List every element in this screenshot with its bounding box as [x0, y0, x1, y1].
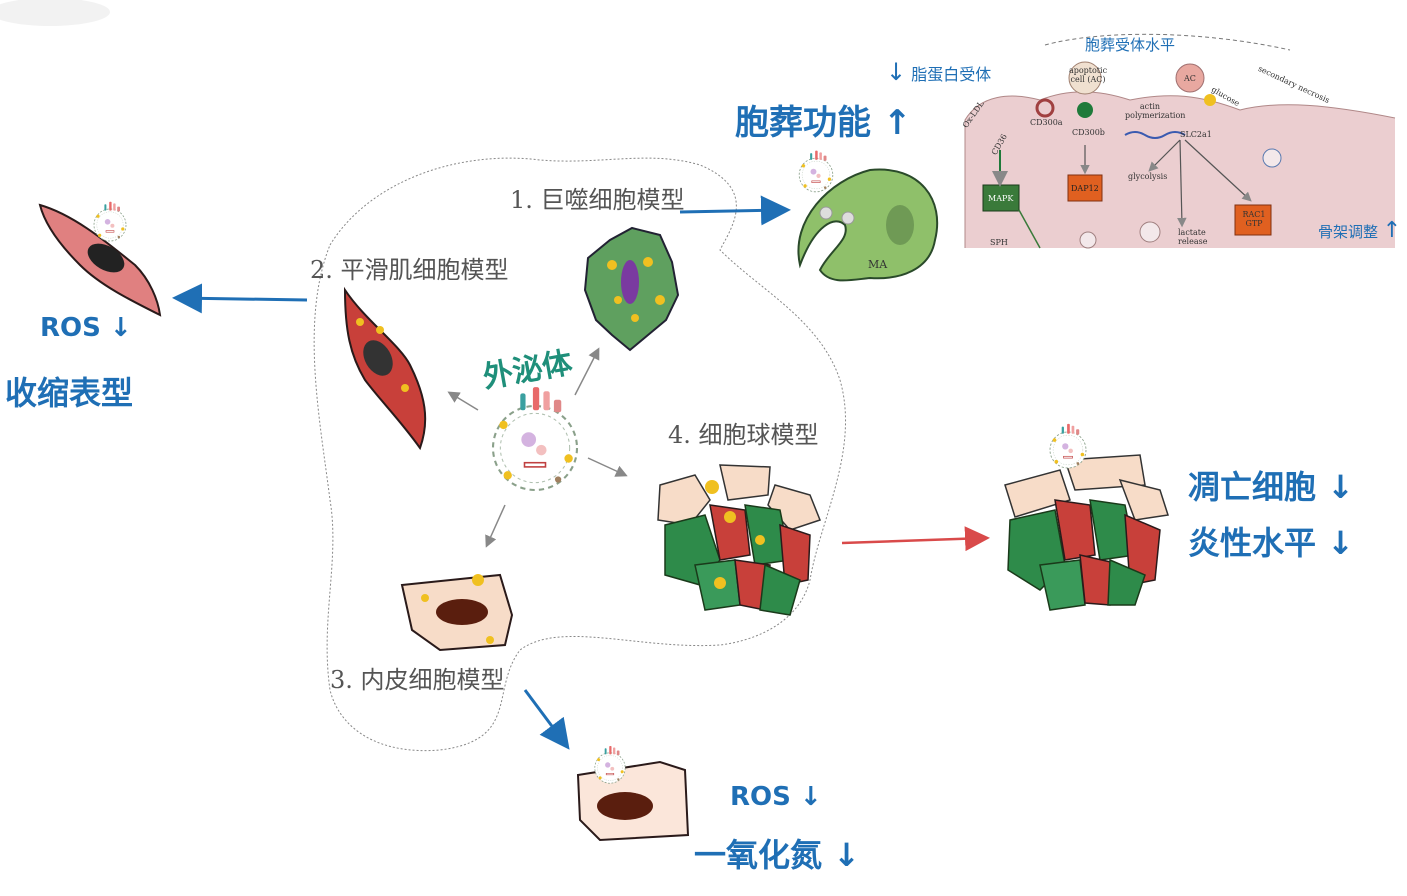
- spheroid-cluster: [657, 464, 821, 616]
- lipoprotein-receptor-label: ↓ 脂蛋白受体: [886, 58, 991, 86]
- spheroid-model-label: 4. 细胞球模型: [668, 421, 819, 449]
- nitric-oxide-label: 一氧化氮 ↓: [694, 830, 860, 876]
- rac1-label: RAC1 GTP: [1242, 210, 1266, 228]
- endothelial-cell: [400, 573, 514, 652]
- down-arrow-icon: ↓: [1327, 524, 1354, 562]
- exosome-on-endothelial: [594, 745, 626, 784]
- apoptosis-text: 凋亡细胞: [1188, 468, 1317, 506]
- endothelial-model-label: 3. 内皮细胞模型: [330, 666, 505, 694]
- arrow-macrophage-outcome: [679, 195, 791, 226]
- spheroid-cluster-result: [1004, 454, 1169, 611]
- macrophage-cell: [583, 226, 680, 352]
- smooth-muscle-cell: [343, 286, 427, 451]
- apoptotic-cell-label: apoptotic cell (AC): [1068, 66, 1108, 84]
- slc2a1-label: SLC2a1: [1180, 130, 1212, 139]
- inset-arc: [1044, 33, 1291, 51]
- ac-label: AC: [1184, 74, 1196, 83]
- pathway-inset: [964, 61, 1396, 249]
- sph-label: SPH: [990, 238, 1008, 247]
- macrophage-model-label: 1. 巨噬细胞模型: [510, 186, 685, 214]
- exosome-icon: [491, 386, 579, 492]
- cytoskeleton-label: 骨架调整 ↑: [1318, 218, 1401, 243]
- down-arrow-icon: ↓: [886, 58, 907, 86]
- ec-ros-label: ROS ↓: [730, 782, 822, 812]
- nitric-oxide-text: 一氧化氮: [694, 836, 823, 874]
- up-arrow-icon: ↑: [882, 103, 912, 143]
- dap12-label: DAP12: [1071, 184, 1099, 193]
- efferocytosis-receptor-label: 胞葬受体水平: [1085, 36, 1176, 54]
- down-arrow-icon: ↓: [833, 836, 860, 874]
- smc-ros-text: ROS: [40, 313, 101, 343]
- down-arrow-icon: ↓: [109, 313, 132, 343]
- background-smudge: [0, 0, 110, 26]
- arrow-to-endothelial: [485, 504, 506, 548]
- contractile-label: 收缩表型: [5, 374, 134, 412]
- arrow-to-macrophage: [574, 347, 600, 396]
- efferocytosis-label: 胞葬功能 ↑: [735, 95, 911, 144]
- exosome-on-smc: [93, 201, 127, 242]
- actin-label: actin polymerization: [1125, 102, 1186, 120]
- arrow-smc-outcome: [172, 283, 308, 314]
- model-boundary: [313, 157, 847, 752]
- glycolysis-label: glycolysis: [1128, 172, 1168, 181]
- endothelial-cell-result: [576, 760, 690, 842]
- arrow-endothelial-outcome: [523, 689, 570, 750]
- up-arrow-icon: ↑: [1382, 218, 1402, 243]
- apoptosis-label: 凋亡细胞 ↓: [1188, 462, 1354, 508]
- arrow-to-spheroid: [587, 457, 628, 477]
- lactate-label: lactate release: [1178, 228, 1208, 246]
- cytoskeleton-text: 骨架调整: [1318, 223, 1379, 241]
- cd300a-label: CD300a: [1030, 118, 1063, 127]
- efferocytosis-text: 胞葬功能: [735, 103, 871, 143]
- arrow-spheroid-outcome: [841, 526, 990, 552]
- exosome-on-macrophage: [798, 150, 834, 193]
- ma-label: MA: [868, 258, 888, 271]
- down-arrow-icon: ↓: [1327, 468, 1354, 506]
- smc-model-label: 2. 平滑肌细胞模型: [310, 256, 509, 284]
- cd300b-label: CD300b: [1072, 128, 1105, 137]
- smc-ros-label: ROS ↓: [40, 313, 132, 343]
- exosome-on-spheroid: [1049, 423, 1087, 469]
- arrow-to-smc: [447, 391, 479, 411]
- inflammation-text: 炎性水平: [1188, 524, 1317, 562]
- mapk-label: MAPK: [988, 194, 1014, 203]
- macrophage-result: [797, 168, 939, 282]
- inflammation-label: 炎性水平 ↓: [1188, 518, 1354, 564]
- ec-ros-text: ROS: [730, 782, 791, 812]
- down-arrow-icon: ↓: [799, 782, 822, 812]
- lipoprotein-receptor-text: 脂蛋白受体: [911, 65, 992, 84]
